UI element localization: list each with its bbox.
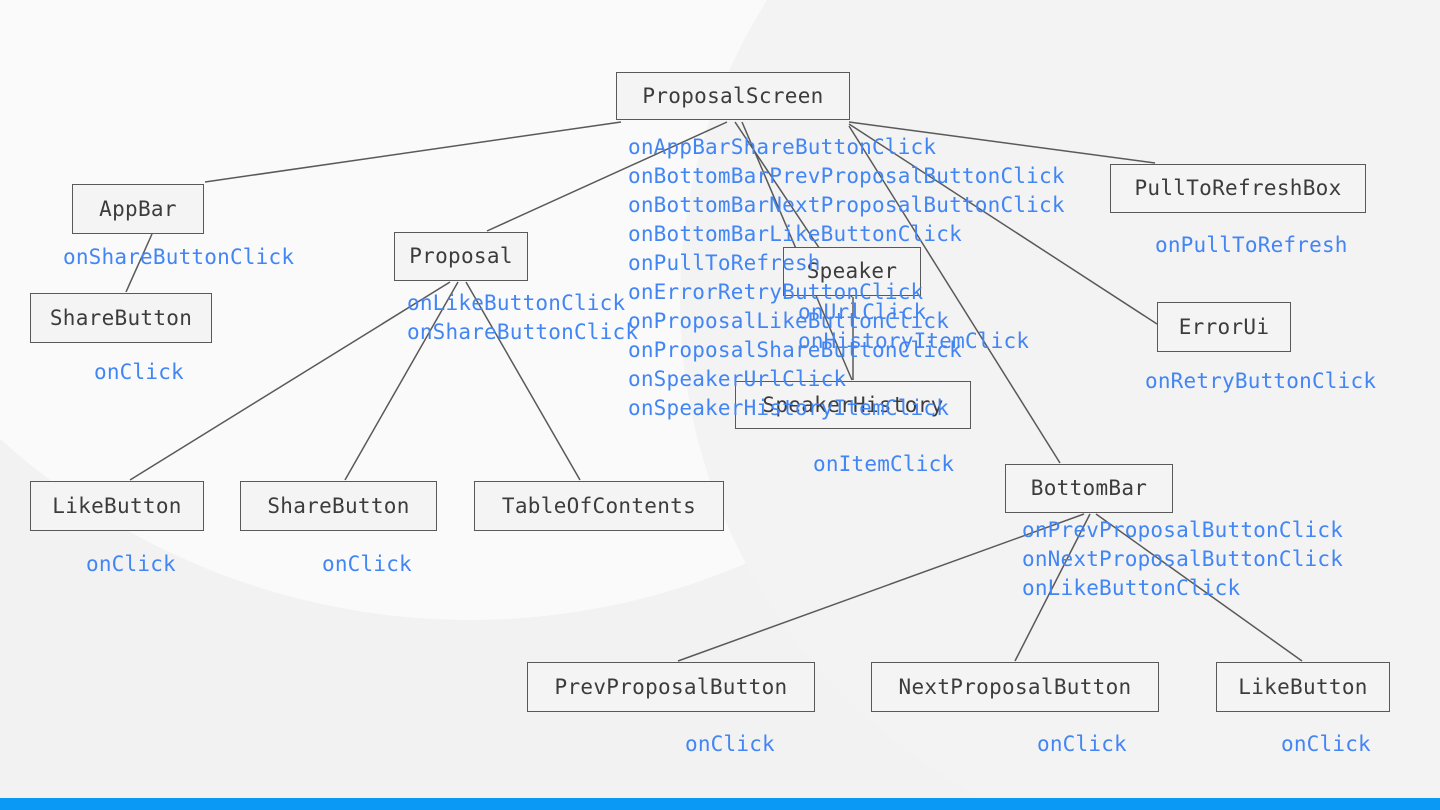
- node-speaker-history[interactable]: SpeakerHistory: [735, 381, 971, 429]
- node-share-button-proposal[interactable]: ShareButton: [240, 481, 437, 531]
- node-like-button-proposal[interactable]: LikeButton: [30, 481, 204, 531]
- callback-label-app-bar-0: onShareButtonClick: [63, 245, 295, 269]
- node-next-proposal-button[interactable]: NextProposalButton: [871, 662, 1159, 712]
- node-bottom-bar[interactable]: BottomBar: [1005, 464, 1173, 513]
- callback-label-proposal-screen-4: onPullToRefresh: [628, 251, 821, 275]
- node-table-of-contents[interactable]: TableOfContents: [474, 481, 724, 531]
- edge-proposal-screen-to-app-bar: [204, 121, 622, 183]
- callback-label-bottom-bar-0: onPrevProposalButtonClick: [1022, 518, 1344, 542]
- callback-label-proposal-screen-5: onErrorRetryButtonClick: [628, 280, 924, 304]
- node-like-button-bottombar[interactable]: LikeButton: [1216, 662, 1390, 712]
- callback-label-error-ui-0: onRetryButtonClick: [1145, 369, 1377, 393]
- callback-label-proposal-screen-1: onBottomBarPrevProposalButtonClick: [628, 164, 1065, 188]
- callback-label-speaker-0: onUrlClick: [798, 300, 927, 324]
- node-app-bar[interactable]: AppBar: [72, 184, 204, 234]
- node-proposal[interactable]: Proposal: [394, 232, 528, 281]
- node-prev-proposal-button[interactable]: PrevProposalButton: [527, 662, 815, 712]
- callback-label-proposal-screen-3: onBottomBarLikeButtonClick: [628, 222, 962, 246]
- callback-label-like-button-proposal-0: onClick: [86, 552, 176, 576]
- callback-label-bottom-bar-1: onNextProposalButtonClick: [1022, 547, 1344, 571]
- callback-label-proposal-1: onShareButtonClick: [407, 320, 639, 344]
- callback-label-proposal-screen-8: onSpeakerUrlClick: [628, 367, 847, 391]
- node-pull-to-refresh-box[interactable]: PullToRefreshBox: [1110, 164, 1366, 213]
- callback-label-like-button-bottombar-0: onClick: [1281, 732, 1371, 756]
- node-speaker[interactable]: Speaker: [783, 247, 921, 296]
- callback-label-proposal-screen-0: onAppBarShareButtonClick: [628, 135, 937, 159]
- callback-label-proposal-screen-6: onProposalLikeButtonClick: [628, 309, 950, 333]
- accent-bar: [0, 798, 1440, 810]
- node-proposal-screen[interactable]: ProposalScreen: [616, 72, 850, 120]
- callback-label-share-button-appbar-0: onClick: [94, 360, 184, 384]
- callback-label-proposal-screen-9: onSpeakerHistoryItemClick: [628, 396, 950, 420]
- callback-label-pull-to-refresh-box-0: onPullToRefresh: [1155, 233, 1348, 257]
- callback-label-speaker-history-0: onItemClick: [813, 452, 955, 476]
- callback-label-prev-proposal-button-0: onClick: [685, 732, 775, 756]
- callback-label-next-proposal-button-0: onClick: [1037, 732, 1127, 756]
- callback-label-share-button-proposal-0: onClick: [322, 552, 412, 576]
- node-error-ui[interactable]: ErrorUi: [1157, 302, 1291, 352]
- node-share-button-appbar[interactable]: ShareButton: [30, 293, 212, 343]
- callback-label-speaker-1: onHistoryItemClick: [798, 329, 1030, 353]
- callback-label-proposal-0: onLikeButtonClick: [407, 291, 626, 315]
- callback-label-proposal-screen-7: onProposalShareButtonClick: [628, 338, 962, 362]
- callback-label-bottom-bar-2: onLikeButtonClick: [1022, 576, 1241, 600]
- callback-label-proposal-screen-2: onBottomBarNextProposalButtonClick: [628, 193, 1065, 217]
